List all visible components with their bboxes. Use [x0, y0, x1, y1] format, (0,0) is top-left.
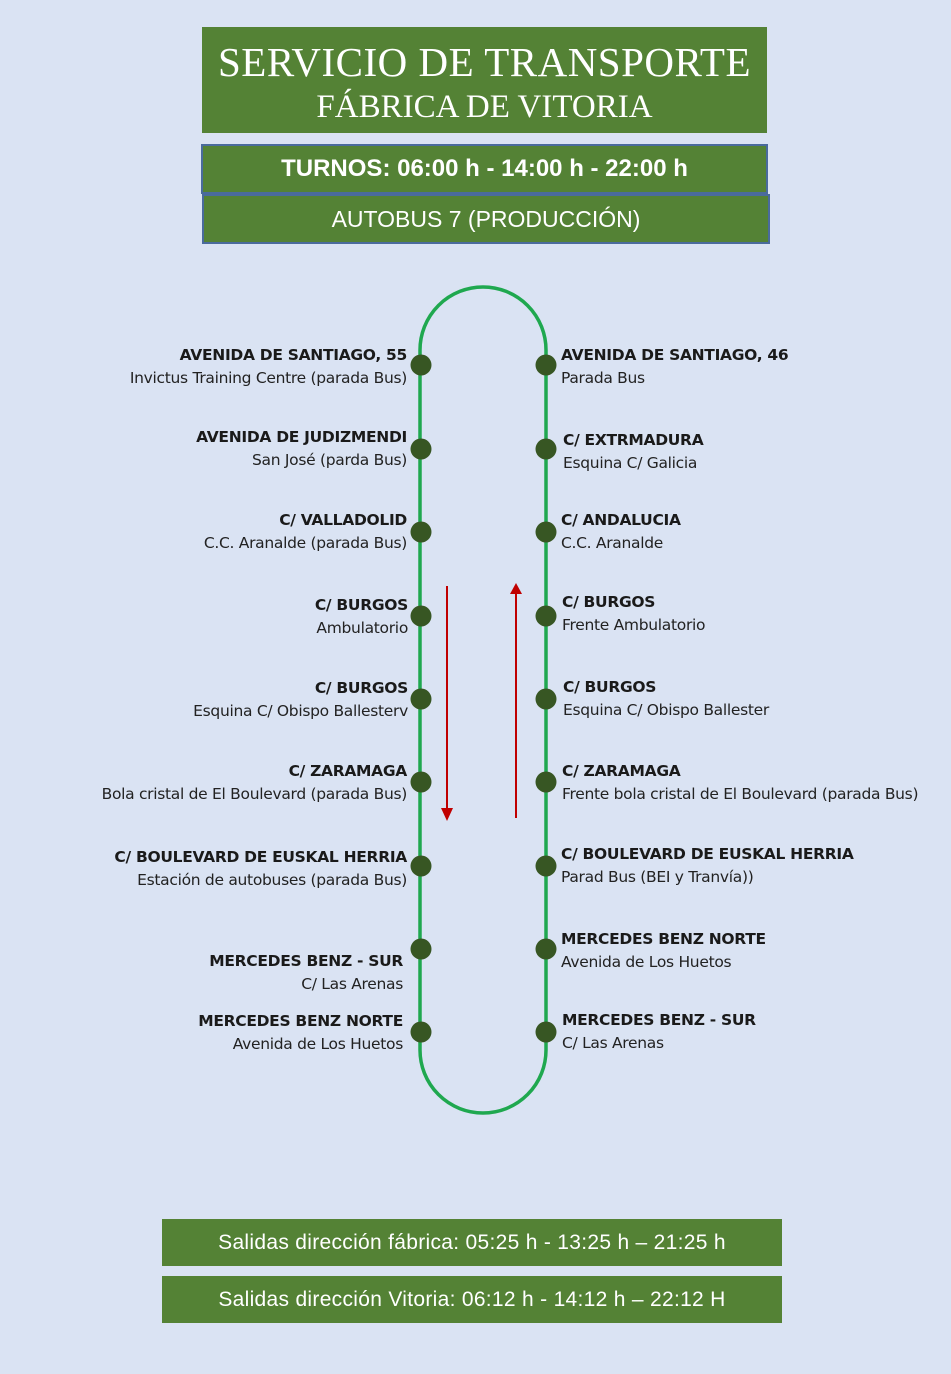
- stop-name: AVENIDA DE SANTIAGO, 55: [179, 346, 408, 364]
- stop-name: C/ BOULEVARD DE EUSKAL HERRIA: [114, 848, 407, 866]
- stop-right-7: C/ BOULEVARD DE EUSKAL HERRIA Parad Bus …: [561, 843, 941, 889]
- stop-desc: Frente Ambulatorio: [562, 616, 706, 634]
- stop-left-8: MERCEDES BENZ - SUR C/ Las Arenas: [23, 950, 403, 996]
- stop-right-9: MERCEDES BENZ - SUR C/ Las Arenas: [562, 1009, 942, 1055]
- stop-left-9: MERCEDES BENZ NORTE Avenida de Los Hueto…: [23, 1010, 403, 1056]
- stop-markers: [410, 354, 557, 1043]
- stop-right-4: C/ BURGOS Frente Ambulatorio: [562, 591, 942, 637]
- stop-left-5: C/ BURGOS Esquina C/ Obispo Ballesterv: [28, 677, 408, 723]
- departures-to-vitoria: Salidas dirección Vitoria: 06:12 h - 14:…: [162, 1276, 782, 1323]
- stop-desc: Esquina C/ Galicia: [563, 454, 698, 472]
- stop-name: C/ VALLADOLID: [279, 511, 407, 529]
- stop-right-6: C/ ZARAMAGA Frente bola cristal de El Bo…: [562, 760, 947, 806]
- stop-left-2: AVENIDA DE JUDIZMENDI San José (parda Bu…: [27, 426, 407, 472]
- stop-desc: Estación de autobuses (parada Bus): [137, 871, 407, 889]
- stop-desc: Invictus Training Centre (parada Bus): [129, 369, 407, 387]
- stop-name: AVENIDA DE SANTIAGO, 46: [561, 346, 789, 364]
- stop-desc: Esquina C/ Obispo Ballester: [563, 701, 769, 719]
- stop-desc: Esquina C/ Obispo Ballesterv: [193, 702, 408, 720]
- stop-name: C/ ZARAMAGA: [288, 762, 408, 780]
- stop-left-1: AVENIDA DE SANTIAGO, 55 Invictus Trainin…: [27, 344, 407, 390]
- stop-name: C/ BURGOS: [563, 678, 657, 696]
- stop-desc: Ambulatorio: [316, 619, 408, 637]
- title-banner: SERVICIO DE TRANSPORTE FÁBRICA DE VITORI…: [202, 27, 767, 133]
- stop-right-1: AVENIDA DE SANTIAGO, 46 Parada Bus: [561, 344, 941, 390]
- stop-desc: Parad Bus (BEI y Tranvía)): [561, 868, 754, 886]
- stop-name: C/ ZARAMAGA: [562, 762, 681, 780]
- stop-name: MERCEDES BENZ - SUR: [562, 1011, 756, 1029]
- stop-left-4: C/ BURGOS Ambulatorio: [28, 594, 408, 640]
- stop-name: AVENIDA DE JUDIZMENDI: [196, 428, 407, 446]
- title-line-1: SERVICIO DE TRANSPORTE: [218, 39, 751, 85]
- stop-right-5: C/ BURGOS Esquina C/ Obispo Ballester: [563, 676, 943, 722]
- direction-arrow-up-icon: [510, 583, 522, 818]
- stop-right-8: MERCEDES BENZ NORTE Avenida de Los Hueto…: [561, 928, 941, 974]
- stop-desc: San José (parda Bus): [251, 451, 407, 469]
- stop-desc: C/ Las Arenas: [562, 1034, 664, 1052]
- stop-desc: C.C. Aranalde: [561, 534, 664, 552]
- stop-left-6: C/ ZARAMAGA Bola cristal de El Boulevard…: [27, 760, 408, 806]
- stop-desc: Frente bola cristal de El Boulevard (par…: [562, 785, 919, 803]
- shifts-bar: TURNOS: 06:00 h - 14:00 h - 22:00 h: [201, 144, 768, 194]
- stop-left-3: C/ VALLADOLID C.C. Aranalde (parada Bus): [27, 509, 407, 555]
- departures-to-factory: Salidas dirección fábrica: 05:25 h - 13:…: [162, 1219, 782, 1266]
- stop-desc: Parada Bus: [561, 369, 645, 387]
- stop-right-3: C/ ANDALUCIA C.C. Aranalde: [561, 509, 941, 555]
- stop-left-7: C/ BOULEVARD DE EUSKAL HERRIA Estación d…: [27, 846, 407, 892]
- stop-desc: C/ Las Arenas: [301, 975, 403, 993]
- stop-name: C/ ANDALUCIA: [561, 511, 681, 529]
- title-line-2: FÁBRICA DE VITORIA: [316, 89, 653, 125]
- stop-name: C/ EXTRMADURA: [563, 431, 704, 449]
- direction-arrow-down-icon: [441, 586, 453, 821]
- stop-name: MERCEDES BENZ NORTE: [561, 930, 766, 948]
- stop-name: MERCEDES BENZ NORTE: [198, 1012, 403, 1030]
- stop-desc: Bola cristal de El Boulevard (parada Bus…: [101, 785, 408, 803]
- stop-name: C/ BOULEVARD DE EUSKAL HERRIA: [561, 845, 854, 863]
- stop-right-2: C/ EXTRMADURA Esquina C/ Galicia: [563, 429, 943, 475]
- stop-name: C/ BURGOS: [314, 679, 408, 697]
- stop-desc: C.C. Aranalde (parada Bus): [203, 534, 407, 552]
- stop-desc: Avenida de Los Huetos: [232, 1035, 404, 1053]
- stop-name: MERCEDES BENZ - SUR: [209, 952, 403, 970]
- stop-name: C/ BURGOS: [562, 593, 656, 611]
- route-loop-line: [418, 285, 548, 1115]
- stop-name: C/ BURGOS: [314, 596, 408, 614]
- stop-desc: Avenida de Los Huetos: [561, 953, 732, 971]
- bus-label-bar: AUTOBUS 7 (PRODUCCIÓN): [202, 194, 770, 244]
